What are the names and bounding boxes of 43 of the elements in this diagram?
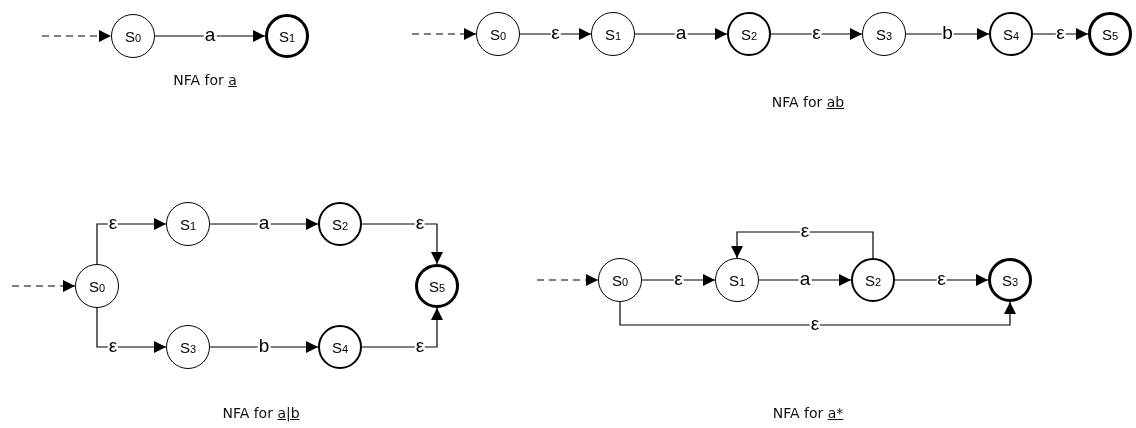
transition-arrow bbox=[634, 28, 728, 40]
state-circle bbox=[727, 12, 771, 56]
state-circle bbox=[75, 264, 119, 308]
state-circle bbox=[318, 202, 362, 246]
state-circle bbox=[166, 202, 210, 246]
transition-arrow bbox=[731, 231, 874, 259]
state-circle bbox=[166, 325, 210, 369]
state-circle bbox=[988, 258, 1032, 302]
transition-arrow bbox=[361, 307, 443, 348]
state-circle bbox=[476, 12, 520, 56]
transition-arrow bbox=[770, 28, 863, 40]
caption: NFA for ab bbox=[771, 94, 845, 110]
start-arrow bbox=[536, 274, 599, 286]
state-circle bbox=[415, 264, 459, 308]
state-circle bbox=[851, 258, 895, 302]
caption: NFA for a* bbox=[772, 405, 844, 421]
caption: NFA for a|b bbox=[222, 405, 300, 421]
transition-arrow bbox=[361, 223, 443, 265]
start-arrow bbox=[11, 280, 76, 292]
transition-arrow bbox=[209, 218, 319, 230]
state-circle bbox=[862, 12, 906, 56]
state-circle bbox=[989, 12, 1033, 56]
transition-arrow bbox=[641, 274, 716, 286]
state-circle bbox=[715, 258, 759, 302]
transition-arrow bbox=[96, 218, 167, 265]
transition-arrow bbox=[905, 28, 990, 40]
state-circle bbox=[111, 14, 155, 58]
state-circle bbox=[591, 12, 635, 56]
state-circle bbox=[1088, 12, 1132, 56]
transition-arrow bbox=[154, 30, 266, 42]
state-circle bbox=[265, 14, 309, 58]
start-arrow bbox=[411, 28, 477, 40]
state-circle bbox=[598, 258, 642, 302]
state-circle bbox=[318, 325, 362, 369]
transition-arrow bbox=[519, 28, 592, 40]
start-arrow bbox=[41, 30, 112, 42]
transition-arrow bbox=[894, 274, 989, 286]
transition-arrow bbox=[619, 301, 1016, 326]
transition-arrow bbox=[209, 341, 319, 353]
transition-arrow bbox=[758, 274, 852, 286]
transition-arrow bbox=[1032, 28, 1089, 40]
caption: NFA for a bbox=[173, 72, 237, 88]
transition-arrow bbox=[96, 307, 167, 353]
